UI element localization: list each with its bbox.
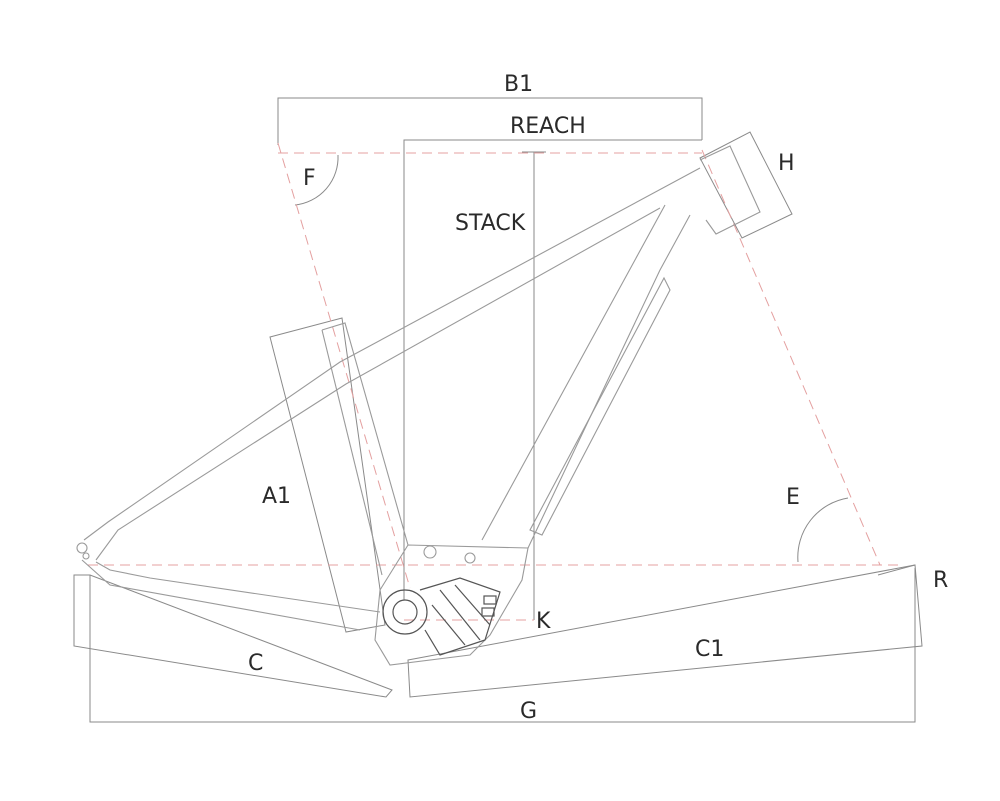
b1-dimension [277, 97, 703, 145]
head-tube [699, 145, 761, 235]
label-reach: REACH [510, 114, 586, 139]
e-angle-arc [797, 497, 849, 563]
crank-spindle-inner [392, 599, 418, 625]
label-g: G [520, 699, 537, 724]
head-tube-axis [701, 149, 881, 566]
g-dimension [89, 568, 916, 723]
motor-fin-3 [431, 604, 466, 646]
seat-tube-rear [321, 329, 383, 576]
f-angle-arc [294, 154, 339, 206]
seat-tube-front [321, 322, 409, 546]
c1-dimension [407, 564, 923, 698]
rear-dropout [76, 542, 88, 554]
a1-dimension [269, 317, 386, 633]
bike-frame [76, 145, 761, 666]
dimension-labels: B1 REACH H F STACK A1 E R K C C1 G [248, 72, 948, 724]
reach-dimension [403, 139, 702, 600]
label-r: R [933, 568, 948, 593]
motor-housing [374, 544, 529, 666]
r-dimension [877, 564, 916, 576]
chainstay-bottom [81, 559, 361, 631]
battery-cover [529, 276, 671, 536]
top-tube-lower [95, 207, 661, 561]
label-e: E [786, 485, 800, 510]
crank-spindle-outer [382, 589, 428, 635]
label-stack: STACK [455, 211, 526, 236]
label-a1: A1 [262, 484, 291, 509]
motor-port-1 [483, 595, 497, 605]
down-tube-outer [527, 214, 691, 549]
label-c: C [248, 651, 263, 676]
rear-axle [82, 552, 90, 560]
label-f: F [303, 166, 316, 191]
c-dimension [73, 574, 393, 698]
label-c1: C1 [695, 637, 724, 662]
seat-tube-axis [277, 142, 411, 589]
drive-unit [382, 577, 501, 656]
motor-port-2 [481, 607, 495, 617]
mount-bolt-left [423, 545, 437, 559]
label-h: H [778, 151, 795, 176]
dimension-lines [73, 97, 923, 723]
motor-fin-2 [454, 584, 491, 626]
label-k: K [536, 609, 551, 634]
down-tube-inner [481, 204, 666, 541]
chainstay-top [95, 561, 381, 613]
motor-fin-1 [439, 589, 481, 641]
h-dimension [699, 131, 793, 239]
label-b1: B1 [504, 72, 533, 97]
top-tube-upper [83, 167, 701, 541]
mount-bolt-right [464, 552, 476, 564]
construction-lines [88, 142, 900, 621]
